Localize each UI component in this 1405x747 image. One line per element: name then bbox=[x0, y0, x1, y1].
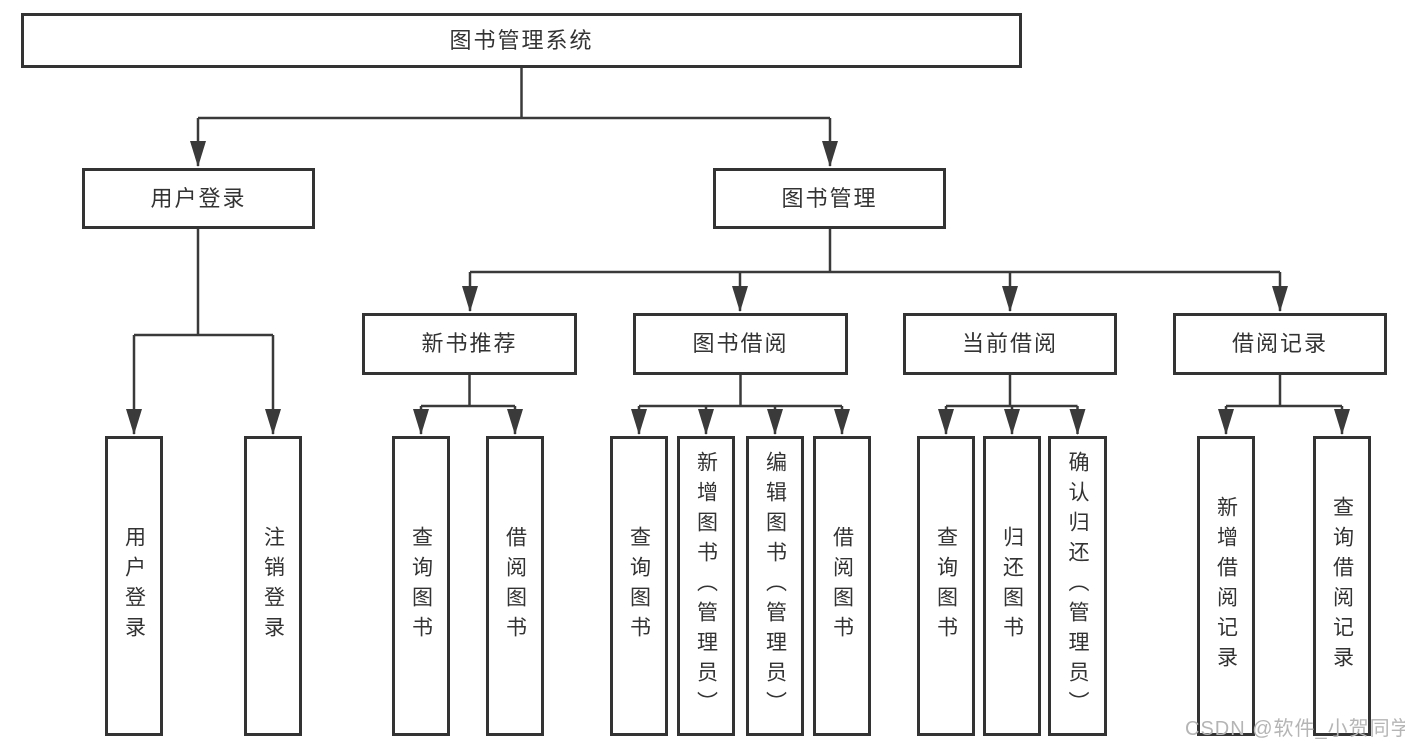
node-library-system: 图书管理系统 bbox=[21, 13, 1022, 68]
leaf-add-books-admin-label: 新增图书（管理员） bbox=[694, 451, 718, 721]
leaf-add-books-admin: 新增图书（管理员） bbox=[677, 436, 735, 736]
node-user-login-module: 用户登录 bbox=[82, 168, 315, 229]
csdn-watermark: CSDN @软件_小贺同学 bbox=[1185, 718, 1405, 740]
leaf-user-login: 用户登录 bbox=[105, 436, 163, 736]
leaf-return-books-label: 归还图书 bbox=[1000, 526, 1024, 646]
node-book-borrow-label: 图书借阅 bbox=[692, 331, 789, 356]
connector-book-management-to-level3 bbox=[462, 229, 1288, 312]
leaf-query-books-borrow: 查询图书 bbox=[610, 436, 668, 736]
leaf-logout-label: 注销登录 bbox=[261, 526, 285, 646]
leaf-query-borrow-record: 查询借阅记录 bbox=[1313, 436, 1371, 736]
node-current-borrow-label: 当前借阅 bbox=[961, 331, 1058, 356]
leaf-edit-books-admin: 编辑图书（管理员） bbox=[746, 436, 804, 736]
leaf-logout: 注销登录 bbox=[244, 436, 302, 736]
leaf-borrow-books-label: 借阅图书 bbox=[830, 526, 854, 646]
connector-root-to-level2 bbox=[190, 68, 838, 167]
leaf-confirm-return-admin-label: 确认归还（管理员） bbox=[1066, 451, 1089, 721]
leaf-add-borrow-record-label: 新增借阅记录 bbox=[1214, 496, 1238, 676]
node-library-system-label: 图书管理系统 bbox=[449, 27, 594, 53]
connector-user-login-to-leaves bbox=[126, 229, 281, 435]
leaf-query-books-recommend-label: 查询图书 bbox=[409, 526, 433, 646]
node-book-management-module-label: 图书管理 bbox=[781, 185, 878, 211]
leaf-query-books-recommend: 查询图书 bbox=[392, 436, 450, 736]
node-borrow-records-label: 借阅记录 bbox=[1231, 331, 1328, 356]
leaf-user-login-label: 用户登录 bbox=[122, 526, 146, 646]
connector-new-book-recommend-to-leaves bbox=[413, 375, 523, 435]
leaf-query-books-borrow-label: 查询图书 bbox=[627, 526, 651, 646]
leaf-return-books: 归还图书 bbox=[983, 436, 1041, 736]
node-user-login-module-label: 用户登录 bbox=[150, 185, 247, 211]
leaf-add-borrow-record: 新增借阅记录 bbox=[1197, 436, 1255, 736]
node-borrow-records: 借阅记录 bbox=[1173, 313, 1387, 375]
connector-current-borrow-to-leaves bbox=[938, 375, 1086, 435]
leaf-borrow-books: 借阅图书 bbox=[813, 436, 871, 736]
connector-book-borrow-to-leaves bbox=[631, 375, 850, 435]
node-book-borrow: 图书借阅 bbox=[633, 313, 848, 375]
node-current-borrow: 当前借阅 bbox=[903, 313, 1117, 375]
leaf-query-books-current: 查询图书 bbox=[917, 436, 975, 736]
node-new-book-recommend-label: 新书推荐 bbox=[421, 331, 518, 356]
leaf-query-books-current-label: 查询图书 bbox=[934, 526, 958, 646]
node-new-book-recommend: 新书推荐 bbox=[362, 313, 577, 375]
leaf-query-borrow-record-label: 查询借阅记录 bbox=[1330, 496, 1354, 676]
node-book-management-module: 图书管理 bbox=[713, 168, 946, 229]
leaf-edit-books-admin-label: 编辑图书（管理员） bbox=[763, 451, 787, 721]
leaf-borrow-books-recommend-label: 借阅图书 bbox=[503, 526, 527, 646]
leaf-borrow-books-recommend: 借阅图书 bbox=[486, 436, 544, 736]
connector-borrow-records-to-leaves bbox=[1218, 375, 1350, 435]
leaf-confirm-return-admin: 确认归还（管理员） bbox=[1048, 436, 1107, 736]
